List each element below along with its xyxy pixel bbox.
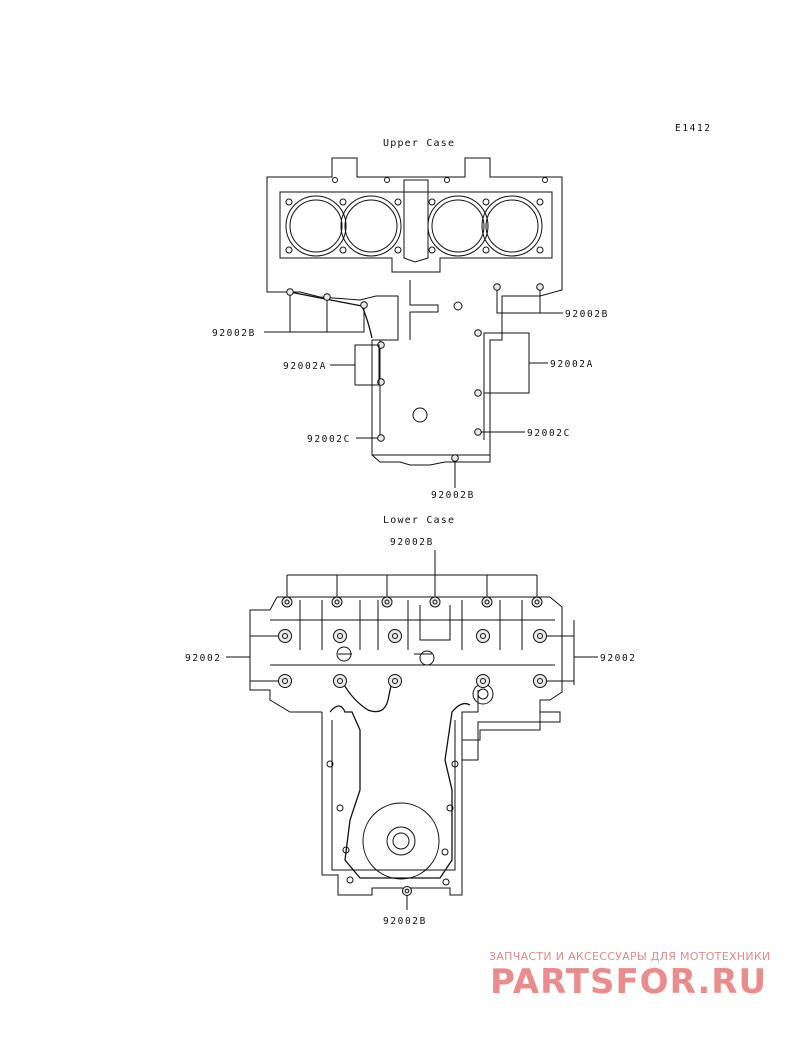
part-label-92002b: 92002B	[565, 309, 609, 320]
upper-leader-lines	[264, 290, 563, 488]
part-label-92002b: 92002B	[383, 916, 427, 927]
lower-case-title: Lower Case	[383, 515, 455, 526]
part-label-92002b: 92002B	[212, 328, 256, 339]
part-label-92002: 92002	[185, 653, 222, 664]
part-label-92002b: 92002B	[390, 537, 434, 548]
part-label-92002b: 92002B	[431, 490, 475, 501]
watermark-logo: PARTSFOR.RU	[490, 962, 768, 1002]
part-label-92002c: 92002C	[527, 428, 571, 439]
part-label-92002c: 92002C	[307, 434, 351, 445]
upper-case-drawing	[266, 157, 563, 466]
diagram-code: E1412	[675, 123, 712, 134]
upper-case-title: Upper Case	[383, 138, 455, 149]
part-label-92002a: 92002A	[550, 359, 594, 370]
lower-case-drawing	[249, 596, 563, 896]
lower-leader-lines	[226, 550, 598, 910]
watermark-tagline: ЗАПЧАСТИ И АКСЕССУАРЫ ДЛЯ МОТОТЕХНИКИ	[489, 950, 771, 963]
part-label-92002a: 92002A	[283, 361, 327, 372]
part-label-92002: 92002	[600, 653, 637, 664]
